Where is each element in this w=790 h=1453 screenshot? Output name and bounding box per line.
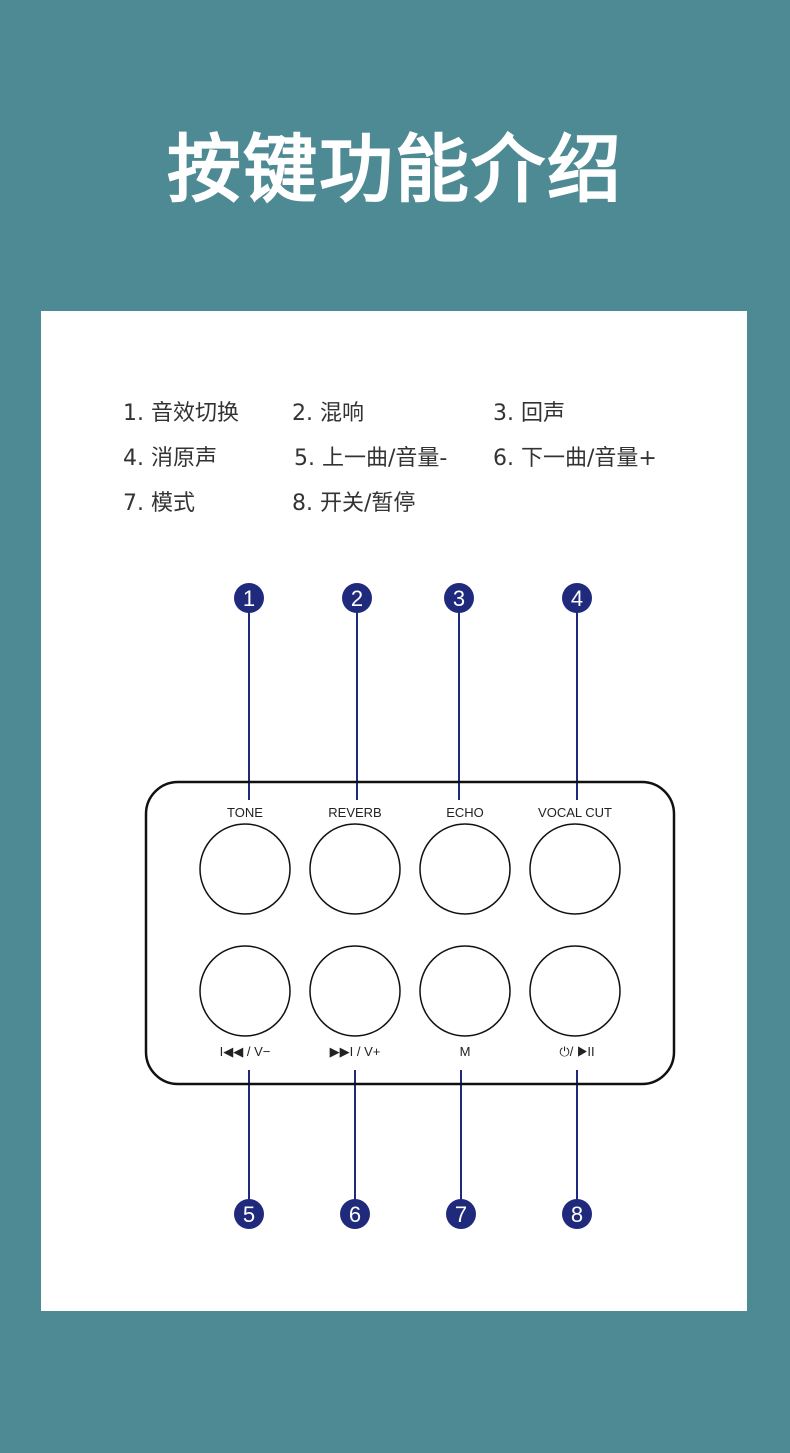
content-panel [41,311,747,1311]
badge-8-number: 8 [571,1202,583,1227]
legend-item-4: 4. 消原声 [123,446,217,471]
badge-4 [562,583,592,613]
badge-3-number: 3 [453,586,465,611]
power-play-pause-label: ⏻/ ▶II [559,1044,594,1059]
echo-label: ECHO [446,805,484,820]
prev-vol-down-button[interactable] [199,945,291,1037]
legend-item-3: 3. 回声 [493,401,565,426]
vocal-cut-label: VOCAL CUT [538,805,612,820]
prev-vol-down-label: I◀◀ / V− [220,1044,271,1059]
mode-button[interactable] [419,945,511,1037]
legend-item-8: 8. 开关/暂停 [292,491,416,516]
tone-button[interactable] [199,823,291,915]
badge-2 [342,583,372,613]
power-play-pause-button[interactable] [529,945,621,1037]
reverb-button[interactable] [309,823,401,915]
badge-6-number: 6 [349,1202,361,1227]
reverb-label: REVERB [328,805,381,820]
badge-1-number: 1 [243,586,255,611]
legend-item-2: 2. 混响 [292,401,364,426]
next-vol-up-button[interactable] [309,945,401,1037]
legend-item-6: 6. 下一曲/音量+ [493,446,657,471]
mode-label: M [460,1044,471,1059]
device-outline [144,780,676,1086]
page-title: 按键功能介绍 [167,127,623,213]
badge-8 [562,1199,592,1229]
next-vol-up-label: ▶▶I / V+ [330,1044,381,1059]
badge-5-number: 5 [243,1202,255,1227]
tone-label: TONE [227,805,263,820]
badge-3 [444,583,474,613]
badge-7 [446,1199,476,1229]
badge-7-number: 7 [455,1202,467,1227]
legend-item-7: 7. 模式 [123,491,195,516]
badge-5 [234,1199,264,1229]
legend-item-1: 1. 音效切换 [123,401,239,426]
legend-item-5: 5. 上一曲/音量- [294,446,448,471]
badge-4-number: 4 [571,586,583,611]
vocal-cut-button[interactable] [529,823,621,915]
badge-6 [340,1199,370,1229]
badge-1 [234,583,264,613]
badge-2-number: 2 [351,586,363,611]
echo-button[interactable] [419,823,511,915]
